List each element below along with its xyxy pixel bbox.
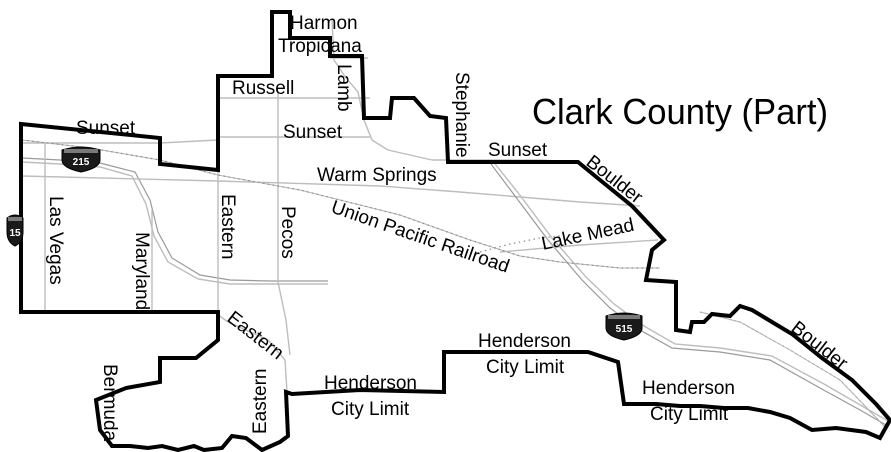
label-henderson-mid-2: City Limit <box>486 357 565 378</box>
label-boulder-upper: Boulder <box>582 151 647 208</box>
shield-number-15: 15 <box>9 228 21 239</box>
road-pecos <box>277 92 291 356</box>
road-i515 <box>487 159 887 426</box>
rail-union-pacific <box>21 139 660 269</box>
label-eastern-lower: Eastern <box>250 369 271 434</box>
shield-top-band <box>608 315 640 319</box>
label-eastern-diagonal: Eastern <box>223 307 288 364</box>
road-eastern <box>217 78 288 393</box>
label-tropicana: Tropicana <box>278 36 362 57</box>
label-lake-mead: Lake Mead <box>540 215 636 255</box>
label-boulder-lower: Boulder <box>787 317 852 374</box>
label-sunset-east: Sunset <box>488 140 548 161</box>
rail-spur-lake-mead <box>479 235 561 253</box>
county-boundary <box>19 10 891 452</box>
label-warm-springs: Warm Springs <box>317 165 437 186</box>
label-henderson-left-2: City Limit <box>331 399 410 420</box>
label-maryland: Maryland <box>131 232 152 310</box>
road-warm-springs <box>21 175 641 207</box>
label-henderson-left-1: Henderson <box>324 373 417 394</box>
label-bermuda: Bermuda <box>99 364 120 442</box>
road-lake-mead <box>499 239 659 253</box>
interstate-shield-15: 15 <box>6 214 24 247</box>
street-labels: Harmon Tropicana Russell Lamb Stephanie … <box>45 13 852 442</box>
shield-number-515: 515 <box>616 324 633 335</box>
railroad <box>21 139 887 429</box>
label-harmon: Harmon <box>290 13 358 34</box>
label-pecos: Pecos <box>277 206 298 259</box>
label-lamb: Lamb <box>333 64 354 112</box>
label-eastern-upper: Eastern <box>217 194 238 259</box>
label-henderson-right-2: City Limit <box>650 404 729 425</box>
label-las-vegas: Las Vegas <box>45 196 66 285</box>
label-henderson-mid-1: Henderson <box>478 331 571 352</box>
map-title: Clark County (Part) <box>532 91 828 132</box>
label-stephanie: Stephanie <box>451 72 472 158</box>
road-lamb <box>331 19 433 161</box>
interstate-shield-515: 515 <box>605 312 643 341</box>
label-union-pacific-railroad: Union Pacific Railroad <box>328 197 512 278</box>
shield-number-215: 215 <box>73 157 90 168</box>
road-sunset <box>22 139 219 144</box>
label-russell: Russell <box>232 78 294 99</box>
shield-icon <box>61 146 101 173</box>
interstate-shield-215: 215 <box>61 146 101 173</box>
label-henderson-right-1: Henderson <box>642 378 735 399</box>
label-sunset-west: Sunset <box>76 118 136 139</box>
shield-icon <box>605 312 643 341</box>
label-sunset-mid: Sunset <box>283 122 343 143</box>
shield-top-band <box>64 149 98 153</box>
rail-boulder-branch-base <box>699 311 887 429</box>
road-i515-b <box>491 159 889 422</box>
shield-icon <box>6 214 24 247</box>
shield-top-band <box>8 217 22 221</box>
